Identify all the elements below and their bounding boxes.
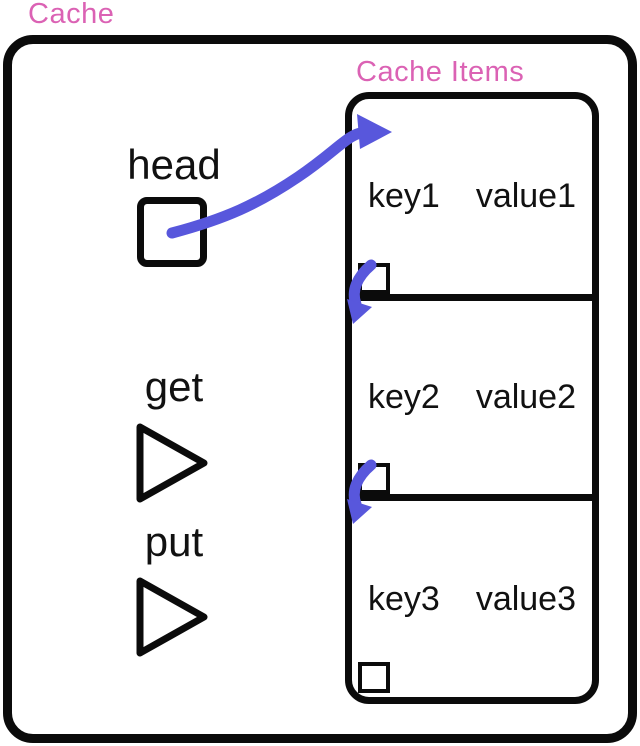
cache-items-label: Cache Items (356, 56, 525, 88)
next-pointer-square (358, 662, 390, 693)
next-pointer-square (358, 263, 390, 294)
put-operation-label: put (144, 518, 204, 565)
cache-items-box: key1 value1 key2 value2 key3 value3 (345, 92, 599, 704)
cache-item-value: value1 (475, 177, 577, 215)
put-play-icon (136, 577, 208, 657)
cache-item-value: value3 (475, 579, 577, 618)
get-operation-label: get (144, 363, 204, 410)
cache-item-key: key3 (367, 579, 440, 618)
head-pointer-square (137, 197, 207, 267)
head-pointer-label: head (127, 141, 221, 188)
get-play-icon (136, 423, 208, 503)
cache-item-key: key1 (367, 177, 440, 215)
page-title: Cache (28, 0, 115, 30)
cache-item-row-1: key1 value1 (352, 99, 592, 301)
cache-item-row-3: key3 value3 (352, 501, 592, 697)
cache-item-key: key2 (367, 378, 440, 416)
cache-item-value: value2 (475, 378, 577, 416)
cache-item-row-2: key2 value2 (352, 301, 592, 501)
next-pointer-square (358, 463, 390, 494)
